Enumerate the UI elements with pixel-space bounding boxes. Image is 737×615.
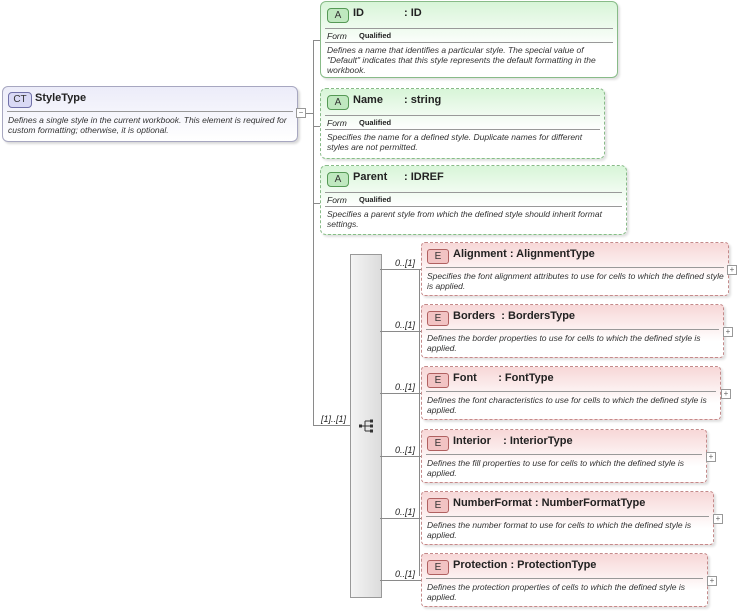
- sequence-compositor[interactable]: [350, 254, 382, 598]
- element-description: Defines the fill properties to use for c…: [427, 458, 685, 478]
- element-title: Borders : BordersType: [453, 310, 576, 322]
- expand-icon[interactable]: +: [723, 327, 733, 337]
- attribute-form-label: Form: [327, 31, 347, 41]
- attribute-form-value: Qualified: [359, 195, 392, 204]
- element-badge: E: [427, 249, 449, 264]
- connector-borders: [380, 331, 421, 332]
- attribute-name: Parent: [353, 171, 388, 183]
- element-alignment[interactable]: E Alignment : AlignmentType Specifies th…: [421, 242, 729, 296]
- expand-icon[interactable]: +: [713, 514, 723, 524]
- complex-type-name: StyleType: [35, 92, 87, 104]
- attribute-form-label: Form: [327, 195, 347, 205]
- element-cardinality: 0..[1]: [395, 445, 416, 455]
- attribute-form-value: Qualified: [359, 31, 392, 40]
- element-description: Defines the border properties to use for…: [427, 333, 701, 353]
- element-cardinality: 0..[1]: [395, 382, 416, 392]
- attribute-name: ID: [353, 7, 364, 19]
- expand-icon[interactable]: +: [706, 452, 716, 462]
- element-protection[interactable]: E Protection : ProtectionType Defines th…: [421, 553, 708, 607]
- attribute-divider: [325, 28, 613, 29]
- element-title: Protection : ProtectionType: [453, 559, 597, 571]
- element-divider: [426, 391, 716, 392]
- complex-type-badge: CT: [8, 92, 32, 108]
- sequence-icon: [359, 419, 373, 433]
- complex-type-box[interactable]: CT StyleType Defines a single style in t…: [2, 86, 298, 142]
- element-description: Defines the number format to use for cel…: [427, 520, 692, 540]
- element-title: Alignment : AlignmentType: [453, 248, 595, 260]
- attribute-name: Name: [353, 94, 383, 106]
- attribute-description: Defines a name that identifies a particu…: [327, 45, 596, 75]
- element-title: Font : FontType: [453, 372, 554, 384]
- element-title: NumberFormat : NumberFormatType: [453, 497, 646, 509]
- attribute-divider: [325, 129, 600, 130]
- attribute-badge: A: [327, 95, 349, 110]
- collapse-icon[interactable]: −: [296, 108, 306, 118]
- element-description: Defines the protection properties of cel…: [427, 582, 685, 602]
- element-description: Specifies the font alignment attributes …: [427, 271, 724, 291]
- attribute-parent[interactable]: A Parent : IDREF Form Qualified Specifie…: [320, 165, 627, 235]
- element-borders[interactable]: E Borders : BordersType Defines the bord…: [421, 304, 724, 358]
- attribute-form-label: Form: [327, 118, 347, 128]
- element-cardinality: 0..[1]: [395, 507, 416, 517]
- element-badge: E: [427, 560, 449, 575]
- element-cardinality: 0..[1]: [395, 569, 416, 579]
- element-cardinality: 0..[1]: [395, 258, 416, 268]
- connector-interior: [380, 456, 421, 457]
- attribute-divider: [325, 206, 622, 207]
- attribute-description: Specifies a parent style from which the …: [327, 209, 602, 229]
- element-badge: E: [427, 311, 449, 326]
- connector-parent: [313, 203, 321, 204]
- attribute-description: Specifies the name for a defined style. …: [327, 132, 583, 152]
- attribute-type: : ID: [404, 7, 422, 19]
- connector-id: [313, 40, 321, 41]
- element-cardinality: 0..[1]: [395, 320, 416, 330]
- attribute-divider: [325, 115, 600, 116]
- attribute-form-value: Qualified: [359, 118, 392, 127]
- attribute-id[interactable]: A ID : ID Form Qualified Defines a name …: [320, 1, 618, 78]
- connector-alignment: [380, 269, 421, 270]
- complex-type-description: Defines a single style in the current wo…: [8, 115, 287, 135]
- element-divider: [426, 578, 703, 579]
- connector-name: [313, 126, 321, 127]
- complex-type-divider: [7, 111, 293, 112]
- connector-elements-trunk: [419, 269, 420, 576]
- attribute-badge: A: [327, 172, 349, 187]
- element-badge: E: [427, 498, 449, 513]
- expand-icon[interactable]: +: [707, 576, 717, 586]
- attribute-divider: [325, 192, 622, 193]
- connector-sequence: [313, 425, 350, 426]
- attribute-badge: A: [327, 8, 349, 23]
- element-title: Interior : InteriorType: [453, 435, 573, 447]
- element-divider: [426, 329, 719, 330]
- attribute-type: : string: [404, 94, 442, 106]
- attribute-type: : IDREF: [404, 171, 444, 183]
- element-divider: [426, 454, 702, 455]
- attribute-divider: [325, 42, 613, 43]
- element-divider: [426, 267, 724, 268]
- connector-protection: [380, 580, 421, 581]
- sequence-cardinality: [1]..[1]: [321, 414, 347, 424]
- connector-numberformat: [380, 518, 421, 519]
- element-interior[interactable]: E Interior : InteriorType Defines the fi…: [421, 429, 707, 483]
- element-font[interactable]: E Font : FontType Defines the font chara…: [421, 366, 721, 420]
- expand-icon[interactable]: +: [727, 265, 737, 275]
- connector-trunk: [313, 40, 314, 426]
- element-numberformat[interactable]: E NumberFormat : NumberFormatType Define…: [421, 491, 714, 545]
- connector-font: [380, 393, 421, 394]
- element-divider: [426, 516, 709, 517]
- connector-ct: [306, 113, 314, 114]
- element-badge: E: [427, 436, 449, 451]
- element-description: Defines the font characteristics to use …: [427, 395, 707, 415]
- attribute-name-field[interactable]: A Name : string Form Qualified Specifies…: [320, 88, 605, 159]
- element-badge: E: [427, 373, 449, 388]
- expand-icon[interactable]: +: [721, 389, 731, 399]
